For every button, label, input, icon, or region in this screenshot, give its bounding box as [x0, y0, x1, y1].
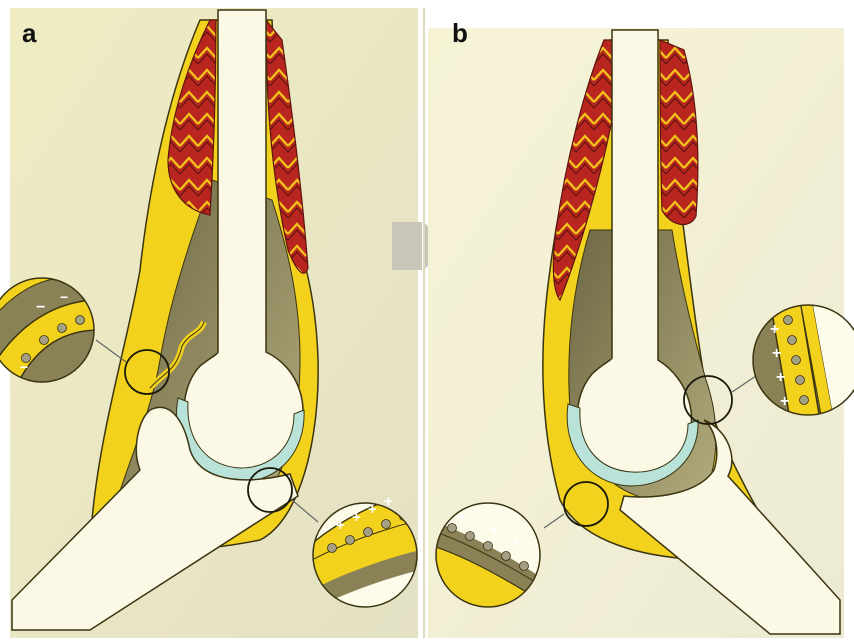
- panel-a-label: a: [22, 20, 36, 46]
- panel-a-charge-left: −: [36, 299, 45, 316]
- svg-text:+: +: [368, 501, 377, 518]
- svg-text:+: +: [772, 345, 781, 362]
- svg-text:−: −: [20, 359, 28, 375]
- svg-text:+: +: [384, 493, 393, 510]
- svg-text:+: +: [780, 393, 789, 410]
- svg-text:+: +: [352, 509, 361, 526]
- svg-text:+: +: [512, 533, 521, 550]
- panel-a: − − − + + + +: [0, 8, 420, 638]
- panel-b-label: b: [452, 20, 468, 46]
- panel-a-charge-right: +: [336, 517, 345, 534]
- panel-b-charge-right: +: [770, 321, 779, 338]
- panel-b: + + + + + + +: [428, 28, 854, 640]
- panel-b-charge-left: +: [458, 509, 467, 526]
- svg-text:+: +: [490, 521, 499, 538]
- svg-text:−: −: [60, 289, 68, 305]
- svg-text:+: +: [776, 369, 785, 386]
